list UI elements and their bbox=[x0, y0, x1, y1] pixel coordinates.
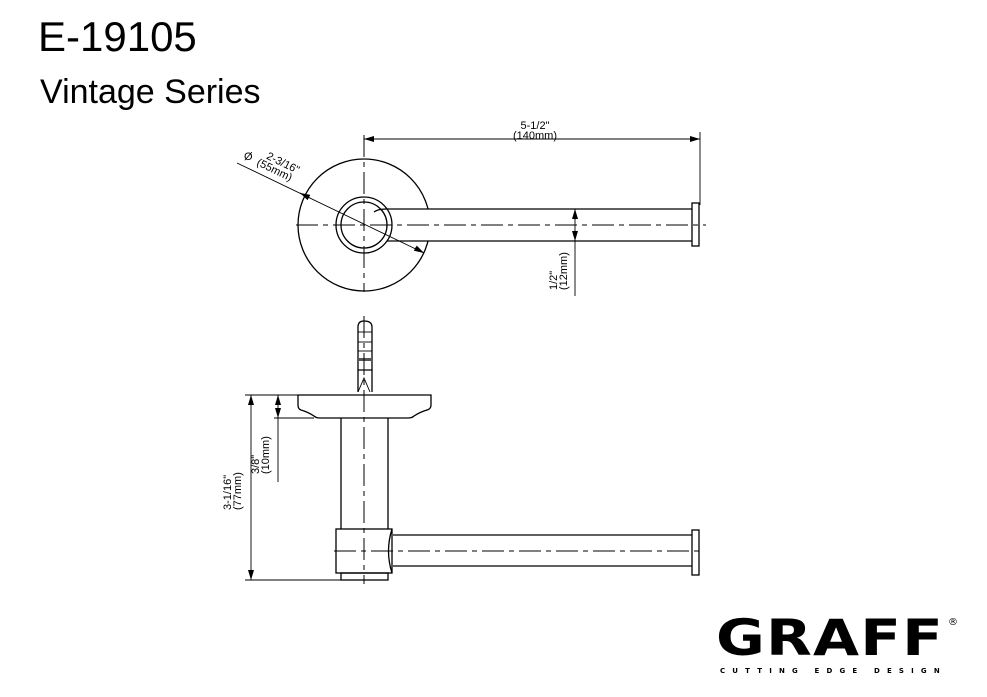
diameter-dimension-line bbox=[236, 162, 425, 254]
flange-mm: (10mm) bbox=[260, 436, 272, 474]
flange bbox=[297, 394, 432, 419]
model-number: E-19105 bbox=[38, 13, 197, 60]
logo-tagline: CUTTING EDGE DESIGN bbox=[720, 667, 945, 675]
length-inch: 5-1/2" bbox=[521, 120, 550, 132]
diameter-symbol: Ø bbox=[244, 151, 253, 163]
end-cap-side bbox=[691, 529, 700, 576]
projection-mm: (77mm) bbox=[232, 472, 244, 510]
wall-anchor bbox=[357, 320, 373, 393]
series-name: Vintage Series bbox=[40, 73, 261, 111]
logo-registered: ® bbox=[948, 617, 958, 628]
top-view: 5-1/2" (140mm) Ø 2-3/16" (55mm) 1/2" (12… bbox=[236, 120, 706, 296]
bar-inch: 1/2" bbox=[548, 271, 560, 290]
length-mm: (140mm) bbox=[513, 130, 557, 142]
end-cap bbox=[691, 202, 700, 247]
side-view: 3-1/16" (77mm) 3/8" (10mm) bbox=[222, 316, 700, 584]
bar-mm: (12mm) bbox=[558, 252, 570, 290]
logo-brand: GRAFF bbox=[716, 609, 944, 667]
projection-inch: 3-1/16" bbox=[222, 475, 234, 510]
flange-inch: 3/8" bbox=[250, 455, 262, 474]
graff-logo: GRAFF ® CUTTING EDGE DESIGN bbox=[716, 609, 958, 675]
